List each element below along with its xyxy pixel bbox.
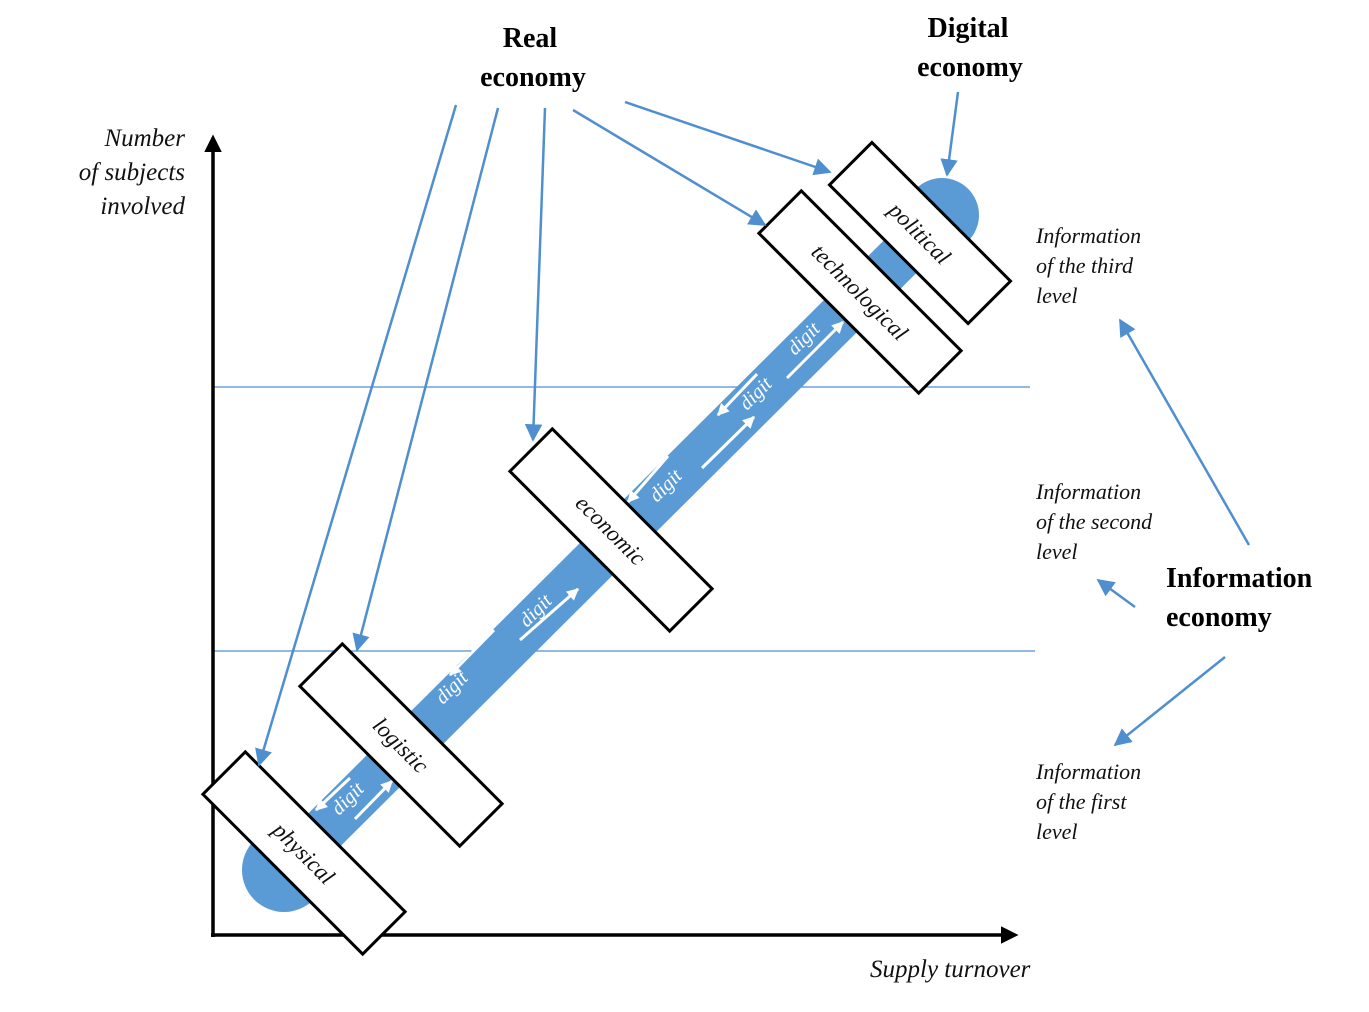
digit-arrow-left-2 xyxy=(448,628,496,677)
arrow-info-to-first xyxy=(1113,656,1226,747)
digit-arrow-left-4 xyxy=(716,372,759,417)
digit-arrow-right-1 xyxy=(353,779,394,821)
digit-arrow-right-4 xyxy=(785,320,845,380)
box-logistic: logistic xyxy=(297,641,505,849)
level-first-line1: Information xyxy=(1035,759,1141,784)
arrow-real-to-political xyxy=(624,100,832,176)
level-second-line1: Information xyxy=(1035,479,1141,504)
heading-information-economy-line2: economy xyxy=(1166,602,1272,633)
level-second-line3: level xyxy=(1036,539,1078,564)
y-axis-label-line3: involved xyxy=(100,193,185,220)
digit-arrow-left-3 xyxy=(626,455,670,503)
y-axis-label-line2: of subjects xyxy=(79,159,185,186)
arrow-digital-to-cap xyxy=(940,91,960,177)
arrow-real-to-physical xyxy=(255,104,458,767)
x-axis-label: Supply turnover xyxy=(870,956,1031,983)
arrow-real-to-logistic xyxy=(352,107,500,652)
arrow-info-to-second xyxy=(1096,578,1136,609)
level-third-line2: of the third xyxy=(1036,253,1134,278)
level-third-line1: Information xyxy=(1035,223,1141,248)
heading-real-economy-line1: Real xyxy=(503,23,558,54)
heading-digital-economy-line2: economy xyxy=(917,52,1023,83)
heading-information-economy-line1: Information xyxy=(1166,563,1313,594)
arrow-info-to-third xyxy=(1118,318,1251,546)
heading-real-economy-line2: economy xyxy=(480,62,586,93)
digit-arrow-right-3 xyxy=(700,415,756,470)
connector-arrows xyxy=(255,91,1251,767)
level-first-line3: level xyxy=(1036,819,1078,844)
digit-arrow-left-1 xyxy=(314,776,352,812)
heading-digital-economy-line1: Digital xyxy=(928,13,1009,44)
digit-arrows xyxy=(314,320,845,821)
y-axis-label-line1: Number xyxy=(103,125,185,152)
arrow-real-to-economic xyxy=(524,107,547,442)
level-second-line2: of the second xyxy=(1036,509,1153,534)
level-first-line2: of the first xyxy=(1036,789,1127,814)
arrow-real-to-technological xyxy=(572,108,767,227)
digit-arrow-right-2 xyxy=(519,587,579,642)
level-third-line3: level xyxy=(1036,283,1078,308)
